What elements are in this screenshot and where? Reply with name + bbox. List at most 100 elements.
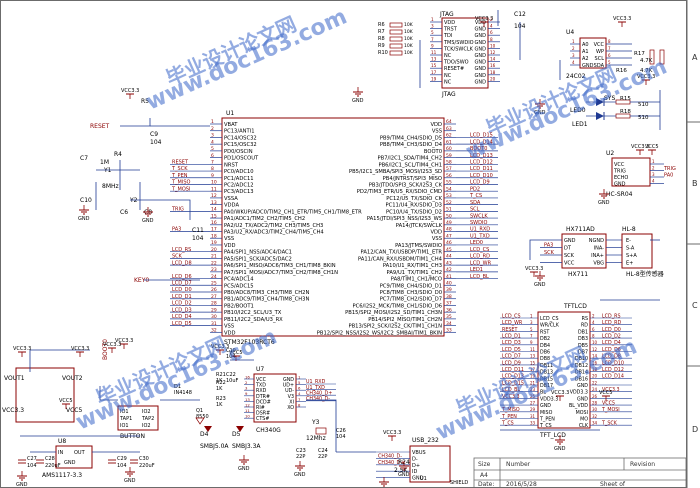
eeprom-pin-name: GND (582, 63, 594, 69)
jtag-pin-num: 5 (431, 30, 434, 35)
button-body (117, 405, 159, 431)
vcc-label: VCC3.3 (613, 16, 631, 22)
c10-ref: C10 (80, 197, 92, 204)
tft-pin-name-left: LCD_CS (540, 316, 559, 322)
title-sheet-label: Sheet of (600, 481, 626, 488)
mcu-left-pin-num: 30 (211, 314, 217, 320)
frame-row-b: B (692, 179, 698, 188)
mcu-right-pin-name: PA14/JTCK/SWCLK (396, 223, 443, 229)
ch340-pin-num: 13 (245, 397, 250, 402)
jtag-ref-bottom: JTAG (441, 91, 456, 98)
mcu-left-pin-num: 3 (211, 133, 214, 139)
tft-net-right: LCD_RD (602, 320, 621, 326)
eeprom-pullup-2 (659, 49, 665, 65)
gnd-label: GND (598, 200, 610, 206)
c6-ref: C6 (120, 209, 128, 216)
tft-net-left: T_CS (501, 421, 514, 427)
mcu-left-pin-name: VSS (224, 324, 234, 330)
ultrasonic-pin-name: GND (614, 182, 626, 188)
regulator-pin-gnd: GND (64, 460, 76, 466)
mcu-right-pin-num: 59 (446, 153, 452, 159)
led-rval-1: 510 (638, 102, 649, 108)
jtag-resistor (389, 36, 403, 42)
vcc-label: VCC3.3 (551, 390, 569, 396)
jtag-pin-name-2: GND (475, 73, 487, 79)
tft-pin-name-right: CLK (579, 423, 589, 429)
mcu-left-pin-num: 31 (211, 321, 217, 327)
jtag-resistor (389, 43, 403, 49)
mcu-left-pin-num: 14 (211, 207, 217, 213)
mcu-ref: U1 (226, 110, 234, 117)
mcu-right-net-label: LCD_D11 (470, 166, 493, 172)
wire-segment (130, 199, 191, 220)
ch340-pins: VCC16TXD2RXD3DTR#9DCD#13RI#12DSR#11CTS#1… (244, 374, 336, 422)
tft-net-right: LCD_D2 (602, 334, 621, 340)
mcu-right-pin-name: PC10/U4_TX/SDIO_D2 (386, 209, 442, 215)
mcu-right-pin-num: 39 (446, 287, 452, 293)
ultrasonic-pin-name: ECHO (614, 175, 628, 181)
tft-net-right: VCC3.3 (602, 387, 620, 393)
button-pin: TAP1 (119, 416, 132, 422)
mcu-left-net-label: LCD_D2 (172, 301, 192, 307)
usb-pin-name: GND (412, 476, 424, 482)
eeprom-pin-num: 4 (572, 60, 575, 65)
jtag-pin-num-2: 4 (490, 24, 493, 29)
c7-ref: C7 (80, 155, 88, 162)
usb-r24-value: 2.5K (394, 467, 409, 474)
wire-segment (120, 118, 151, 127)
tft-pin-num-right: 14 (592, 354, 598, 359)
tft-pin-name-right: VDD3.3 (570, 390, 588, 396)
tft-pin-name-right: BL_VDD (569, 403, 588, 409)
ch340-part-ref: C24 (318, 448, 328, 454)
c11-ref: C11 (192, 227, 204, 234)
tft-pin-name-right: MOSI (576, 410, 588, 416)
ultrasonic-pin-name: VCC (614, 162, 625, 168)
mcu-right-net-label: BOOT0 (470, 146, 487, 152)
eeprom-pin-num: 2 (572, 46, 575, 51)
eeprom-pin-num-r: 5 (608, 60, 611, 65)
usb-pin-name: ID (412, 469, 417, 475)
ch340-pin-num: 3 (245, 386, 248, 391)
tft-pin-name-left: DB4 (540, 343, 550, 349)
watermark: www.doc163.com毕业设计论文网www.doc163.com毕业设计论… (72, 4, 671, 445)
tft-pin-num-left: 21 (530, 380, 536, 385)
ultrasonic-pin-num: 1 (652, 159, 655, 164)
tft-pin-name-left: WR/CLK (540, 323, 560, 329)
tft-pin-num-right: 26 (592, 394, 598, 399)
usb-shield: SHIELD (450, 480, 468, 486)
vcc-label: VCC3.3 (121, 88, 139, 94)
d5-value: SMBJ3.3A (232, 443, 261, 450)
y3-crystal-body (315, 427, 327, 435)
mcu-left-pin-name: NRST (224, 162, 239, 168)
frame-row-c: C (692, 301, 698, 310)
mcu-right-pin-num: 55 (446, 180, 452, 186)
vcc5-label: VCC5 (599, 390, 613, 396)
tft-pin-num-right: 6 (592, 327, 595, 332)
regulator-ref: U8 (58, 438, 66, 445)
ultrasonic-pin-num: 4 (652, 179, 655, 184)
ultrasonic-ref: U2 (606, 150, 614, 157)
ch340-pin-name: VCC (256, 377, 267, 383)
mcu-right-pin-num: 34 (446, 321, 452, 327)
tft-net-right: LCD_D8 (602, 354, 621, 360)
tft-footer: TFT_LCD (539, 432, 566, 439)
mcu-right-pin-num: 40 (446, 280, 452, 286)
jtag-pin-num: 17 (431, 70, 437, 75)
jtag-pin-name: TRST (443, 27, 458, 33)
jtag-pin-num-2: 2 (490, 17, 493, 22)
mcu-left-pin-num: 29 (211, 307, 217, 313)
vout2-label: VOUT2 (62, 375, 83, 382)
tft-pin-num-right: 8 (592, 334, 595, 339)
jtag-pin-num: 13 (431, 57, 437, 62)
tft-pin-name-right: RD (581, 323, 588, 329)
mcu-left-pin-num: 4 (211, 139, 214, 145)
mcu-left-pin-name: PC0/ADC10 (224, 169, 254, 175)
mcu-left-pin-num: 23 (211, 267, 217, 273)
y2-ref: Y2 (129, 197, 138, 204)
ch340-pin-name: CTS# (256, 416, 269, 422)
hx711-net: PA3 (544, 243, 553, 249)
